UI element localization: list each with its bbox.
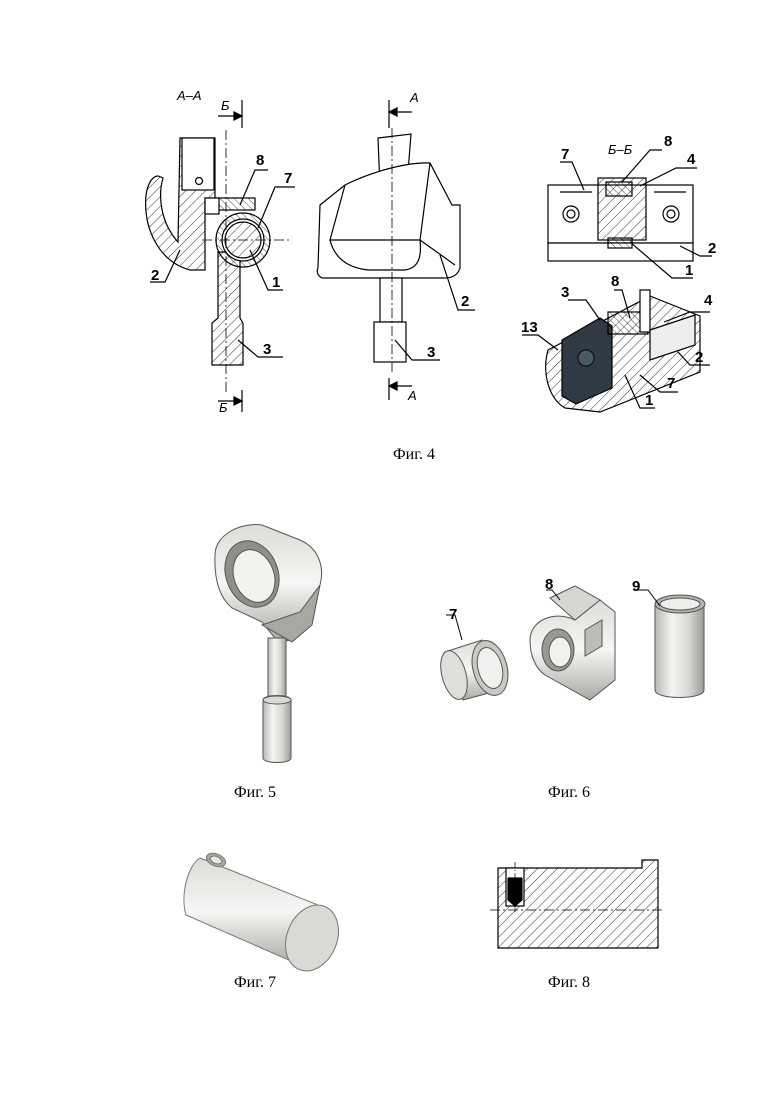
mark-a-top: А — [409, 90, 419, 105]
label-1: 1 — [272, 274, 280, 291]
fig5-caption: Фиг. 5 — [234, 784, 276, 802]
fig4-section-bb: Б–Б 7 8 4 2 1 — [548, 133, 716, 279]
fig8-caption: Фиг. 8 — [548, 974, 590, 992]
fig4-iso-section: 13 3 8 4 2 7 1 — [521, 273, 713, 412]
label-2-mid: 2 — [461, 293, 469, 310]
mark-a-bottom: А — [407, 388, 417, 403]
label-2: 2 — [151, 267, 159, 284]
mark-b-bottom: Б — [219, 400, 228, 415]
fig7-caption: Фиг. 7 — [234, 974, 276, 992]
fig8-section — [490, 860, 665, 948]
label-8-iso: 8 — [611, 273, 619, 290]
label-3: 3 — [263, 341, 271, 358]
label-7-bb: 7 — [561, 146, 569, 163]
label-7-iso: 7 — [667, 375, 675, 392]
label-9-fig6: 9 — [632, 578, 640, 595]
fig4-section-aa: А–А Б Б 2 8 7 1 3 — [146, 88, 295, 415]
label-4-iso: 4 — [704, 292, 713, 309]
label-8-bb: 8 — [664, 133, 672, 150]
section-aa-title: А–А — [176, 88, 202, 103]
fig4-front-view: А А 2 3 — [317, 90, 475, 403]
mark-b-top: Б — [221, 98, 230, 113]
fig6-parts: 7 8 9 — [436, 576, 705, 702]
label-7-fig6: 7 — [449, 606, 457, 623]
label-13-iso: 13 — [521, 319, 538, 336]
fig7-pin — [184, 851, 348, 979]
label-8: 8 — [256, 152, 264, 169]
fig5-lever — [215, 525, 322, 763]
section-bb-title: Б–Б — [608, 142, 633, 157]
label-2-iso: 2 — [695, 349, 703, 366]
label-1-iso: 1 — [645, 392, 653, 409]
label-3-mid: 3 — [427, 344, 435, 361]
label-4-bb: 4 — [687, 151, 696, 168]
label-8-fig6: 8 — [545, 576, 553, 593]
label-7: 7 — [284, 170, 292, 187]
label-1-bb: 1 — [685, 262, 693, 279]
fig4-caption: Фиг. 4 — [393, 446, 435, 464]
label-3-iso: 3 — [561, 284, 569, 301]
fig6-caption: Фиг. 6 — [548, 784, 590, 802]
label-2-bb: 2 — [708, 240, 716, 257]
